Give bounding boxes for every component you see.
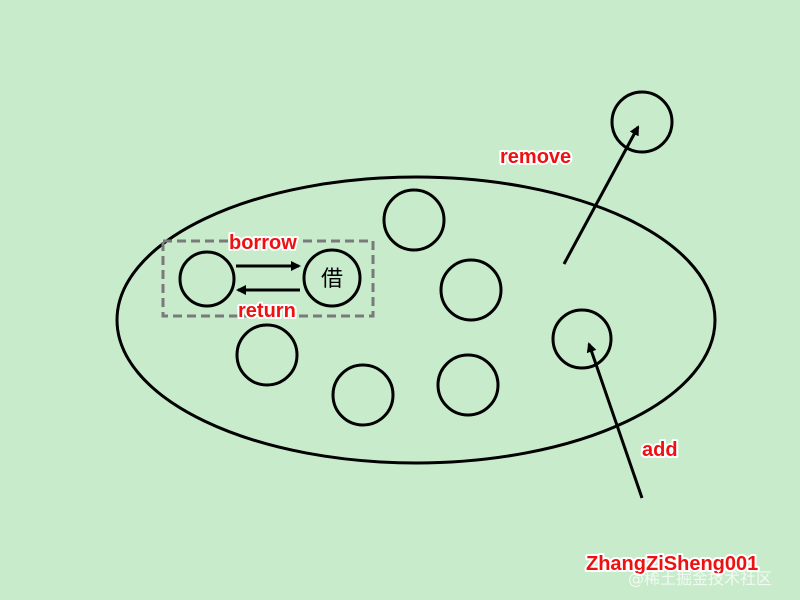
pool-ellipse [115, 175, 717, 465]
remove-arrow [562, 125, 640, 265]
removed-object-circle [610, 90, 674, 154]
pool-object-circle [331, 363, 395, 427]
borrowed-object-circle [302, 248, 362, 308]
remove-label: remove [500, 146, 571, 168]
added-object-circle [551, 308, 613, 370]
borrowed-char: 借 [321, 267, 343, 292]
add-label: add [642, 439, 678, 461]
borrow-label: borrow [229, 232, 297, 254]
pool-object-circle [439, 258, 503, 322]
author-label: ZhangZiSheng001 [586, 553, 758, 575]
pool-object-circle [235, 323, 299, 387]
pooled-object-circle [178, 250, 236, 308]
borrow-return-box [161, 239, 375, 318]
pool-object-circle [436, 353, 500, 417]
pool-object-circle [382, 188, 446, 252]
return-label: return [238, 300, 296, 322]
watermark: @稀土掘金技术社区 [628, 569, 772, 588]
add-arrow [586, 342, 644, 499]
